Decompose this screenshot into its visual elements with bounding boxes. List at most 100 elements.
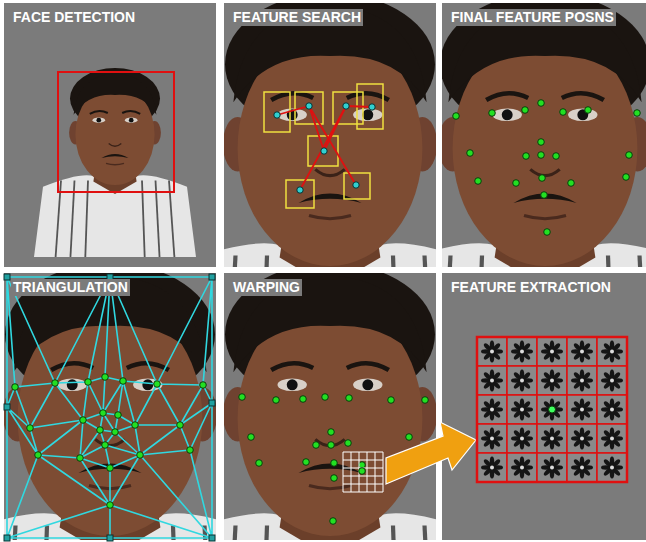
eye	[133, 379, 162, 392]
eyebrow	[271, 363, 313, 370]
shape-link	[277, 106, 309, 115]
landmark-dot	[453, 113, 460, 120]
search-point	[353, 182, 359, 188]
face-photo	[224, 3, 436, 267]
grid-cell	[507, 395, 537, 424]
sample-grid	[343, 484, 383, 485]
shirt-stripe	[476, 256, 482, 268]
shirt-stripe	[442, 256, 451, 268]
grid-cell	[567, 424, 597, 453]
panel-title: TRIANGULATION	[11, 279, 130, 296]
grid-cell	[567, 366, 597, 395]
nose	[95, 439, 124, 445]
mustache	[102, 154, 129, 158]
shirt-stripe	[261, 526, 267, 541]
mesh-vertex	[100, 410, 107, 417]
mesh-vertex	[97, 427, 104, 434]
eye	[568, 109, 597, 122]
image-panel: FEATURE SEARCH	[224, 3, 436, 267]
mouth	[309, 486, 351, 489]
landmark-dot	[331, 475, 338, 482]
shape-link	[300, 106, 346, 190]
sample-grid	[367, 452, 368, 492]
filter-icon	[541, 399, 563, 421]
center-point	[549, 406, 556, 413]
mesh-vertex	[200, 382, 207, 389]
corner-anchor	[4, 274, 10, 280]
landmark-dot	[273, 397, 280, 404]
landmark-dot	[585, 107, 592, 114]
iris	[129, 118, 134, 123]
search-point	[297, 187, 303, 193]
landmark-dot	[322, 394, 329, 401]
filter-icon	[511, 399, 533, 421]
landmark-dot	[346, 395, 353, 402]
nose	[315, 169, 344, 175]
face-photo	[34, 68, 196, 257]
filter-icon	[601, 428, 623, 450]
panel-title: FACE DETECTION	[11, 9, 137, 26]
search-window	[286, 180, 314, 208]
search-point	[306, 103, 312, 109]
grid-border	[477, 337, 627, 482]
filter-icon	[481, 457, 503, 479]
panel-background	[4, 273, 216, 540]
search-point	[321, 148, 327, 154]
landmark-dot	[300, 396, 307, 403]
shirt-stripe	[425, 256, 434, 268]
mesh-vertex	[12, 384, 19, 391]
corner-anchor	[209, 274, 215, 280]
filter-icon	[541, 370, 563, 392]
sample-grid	[383, 452, 384, 492]
eyebrow	[486, 93, 528, 100]
grid-cell	[477, 366, 507, 395]
shape-link	[346, 106, 372, 107]
grid-cell	[477, 453, 507, 482]
landmark-dot	[489, 110, 496, 117]
shirt-stripe	[640, 256, 646, 268]
sample-grid	[343, 476, 383, 477]
filter-icon	[601, 341, 623, 363]
mesh-vertex	[77, 455, 84, 462]
filter-icon	[511, 457, 533, 479]
shirt-stripe	[393, 526, 399, 541]
grid-cell	[507, 424, 537, 453]
mesh-vertex	[132, 422, 139, 429]
grid-cell	[507, 453, 537, 482]
mesh-vertex	[27, 425, 34, 432]
filter-icon	[601, 370, 623, 392]
nose	[109, 144, 122, 147]
filter-icon	[481, 399, 503, 421]
corner-anchor	[4, 535, 10, 541]
image-panel: WARPING	[224, 273, 436, 540]
landmark-dot	[538, 139, 545, 146]
search-point	[274, 112, 280, 118]
iris	[362, 379, 373, 390]
panel-background	[442, 273, 646, 540]
panel-title: WARPING	[231, 279, 302, 296]
grid-cell	[567, 395, 597, 424]
triangle-mesh	[7, 277, 212, 538]
landmark-dot	[239, 394, 246, 401]
landmark-dot	[422, 397, 429, 404]
eye	[493, 109, 522, 122]
landmark-dot	[330, 518, 337, 525]
grid-cell	[597, 395, 627, 424]
landmark-dot	[623, 174, 630, 181]
landmark-dot	[634, 110, 641, 117]
eyebrow	[562, 93, 604, 100]
grid-cell	[597, 424, 627, 453]
corner-anchor	[107, 535, 113, 541]
landmark-dot	[248, 434, 255, 441]
search-point	[369, 104, 375, 110]
eye	[278, 379, 307, 392]
search-point	[343, 103, 349, 109]
image-panel: FACE DETECTION	[4, 3, 216, 267]
mesh-vertex	[80, 417, 87, 424]
grid-cell	[507, 366, 537, 395]
filter-icon	[571, 370, 593, 392]
corner-anchor	[209, 400, 215, 406]
grid-cell	[537, 337, 567, 366]
sample-grid	[343, 492, 383, 493]
eye	[125, 118, 138, 123]
